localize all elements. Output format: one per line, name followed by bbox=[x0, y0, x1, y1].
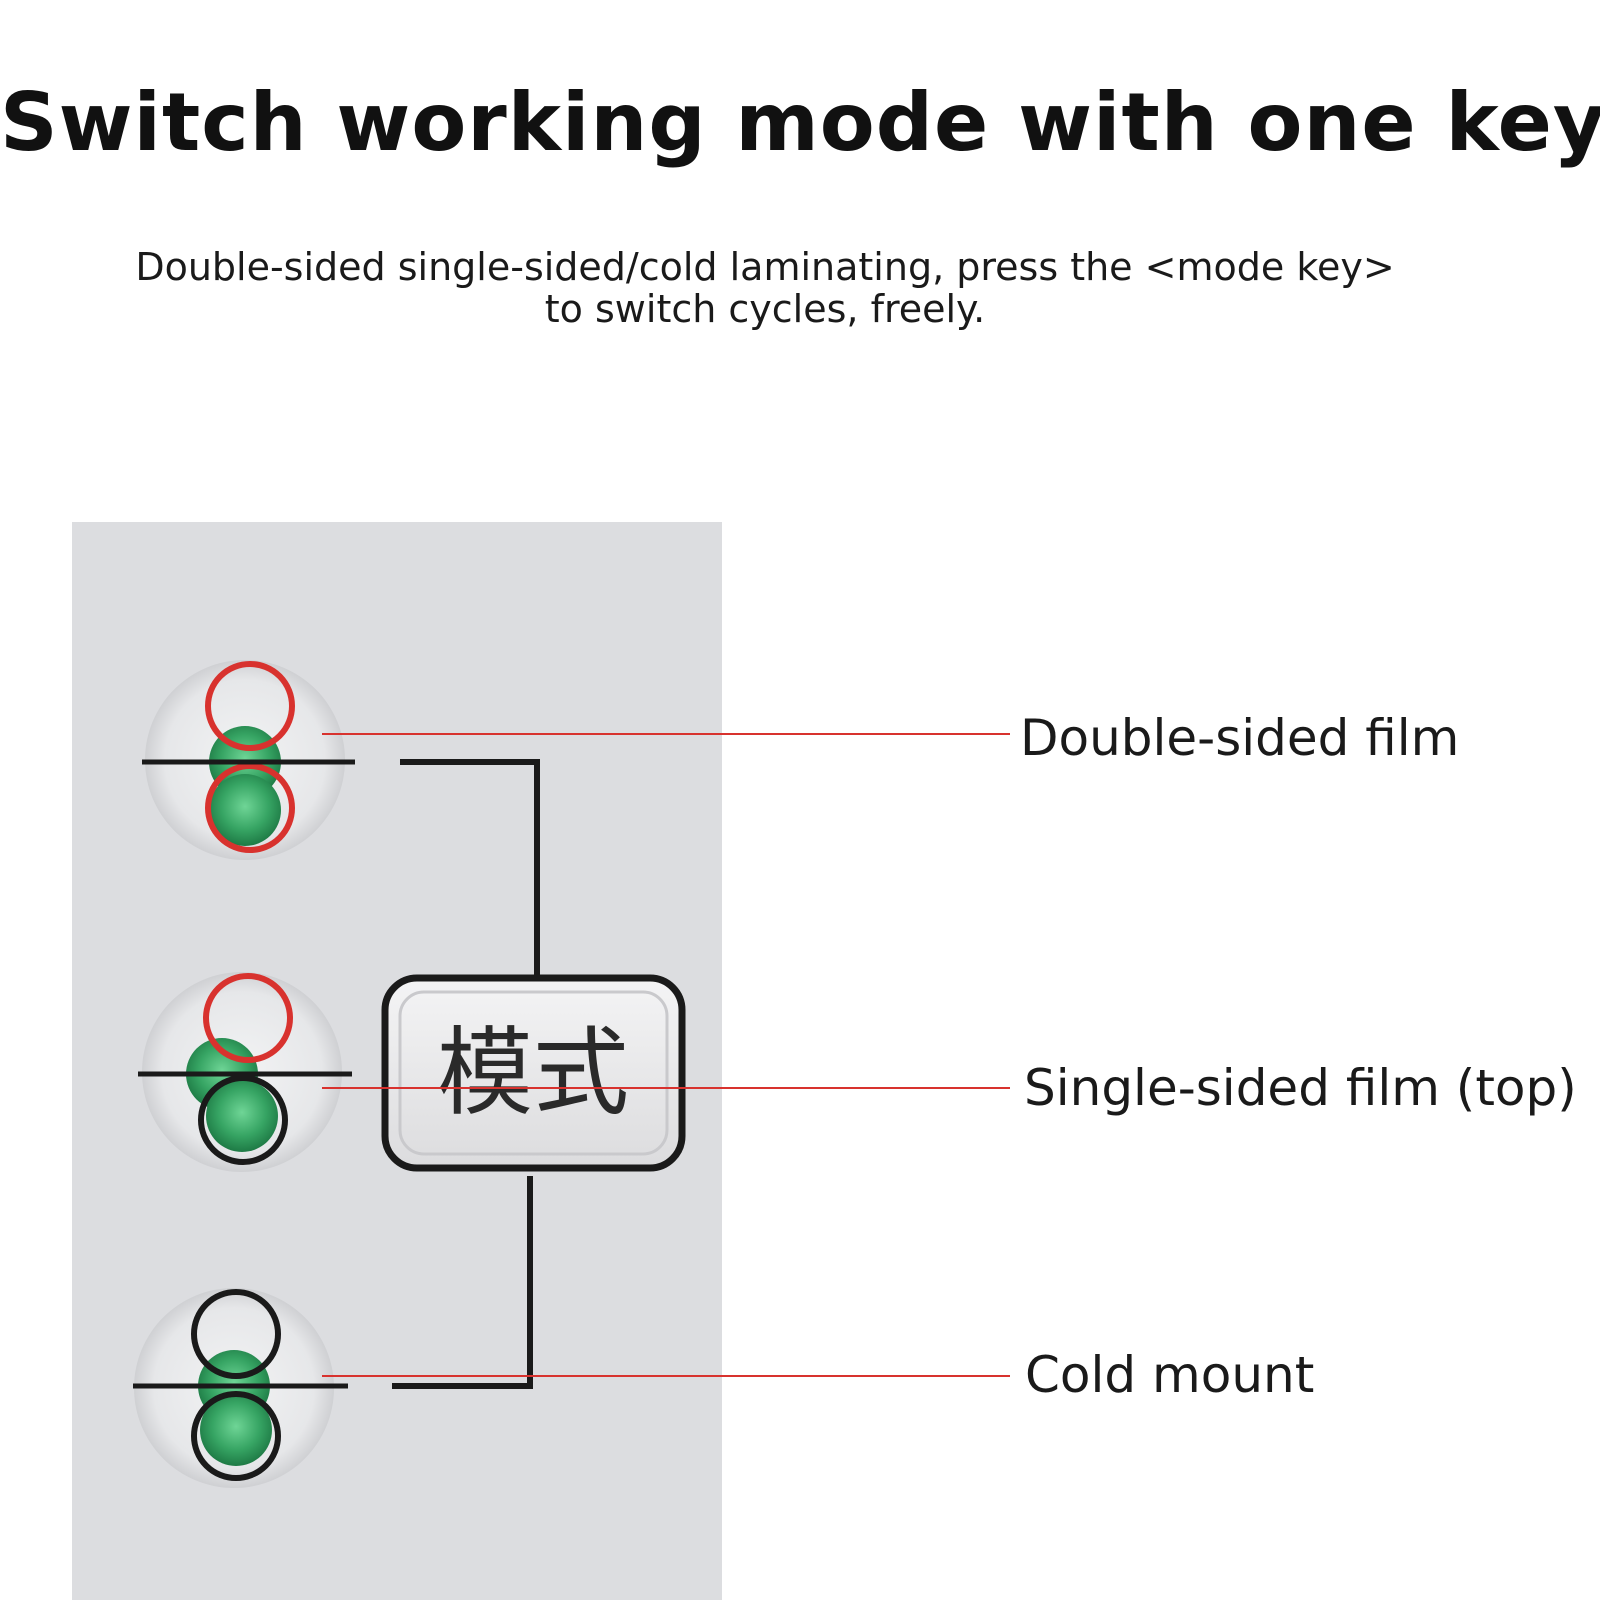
mode-key-button[interactable]: 模式 bbox=[381, 974, 686, 1172]
mode-key-inner-rim bbox=[398, 990, 669, 1156]
callout-label-cold-mount: Cold mount bbox=[1025, 1346, 1315, 1404]
cycle-bracket-top bbox=[400, 759, 540, 978]
upper-roller-ring-icon bbox=[203, 973, 293, 1063]
subtitle: Double-sided single-sided/cold laminatin… bbox=[0, 246, 1530, 330]
lower-roller-ring-icon bbox=[198, 1075, 288, 1165]
mode-key-label: 模式 bbox=[437, 1017, 629, 1129]
subtitle-line-1: Double-sided single-sided/cold laminatin… bbox=[135, 245, 1395, 289]
led-indicator-single-sided bbox=[138, 972, 352, 1172]
callout-label-single-sided: Single-sided film (top) bbox=[1024, 1059, 1577, 1117]
callout-label-double-sided: Double-sided film bbox=[1020, 709, 1460, 767]
led-light bbox=[200, 1394, 272, 1466]
lower-roller-ring-icon bbox=[205, 763, 295, 853]
upper-roller-ring-icon bbox=[205, 661, 295, 751]
subtitle-line-2: to switch cycles, freely. bbox=[544, 287, 986, 331]
mode-key-outline[interactable] bbox=[381, 974, 686, 1172]
led-light bbox=[206, 1080, 278, 1152]
page-title: Switch working mode with one key bbox=[0, 76, 1600, 169]
led-indicator-cold-mount bbox=[133, 1288, 348, 1488]
cycle-bracket-bottom bbox=[392, 1176, 533, 1389]
upper-roller-ring-icon bbox=[191, 1289, 281, 1379]
led-light bbox=[209, 774, 281, 846]
led-indicator-double-sided bbox=[142, 660, 355, 860]
lower-roller-ring-icon bbox=[191, 1391, 281, 1481]
